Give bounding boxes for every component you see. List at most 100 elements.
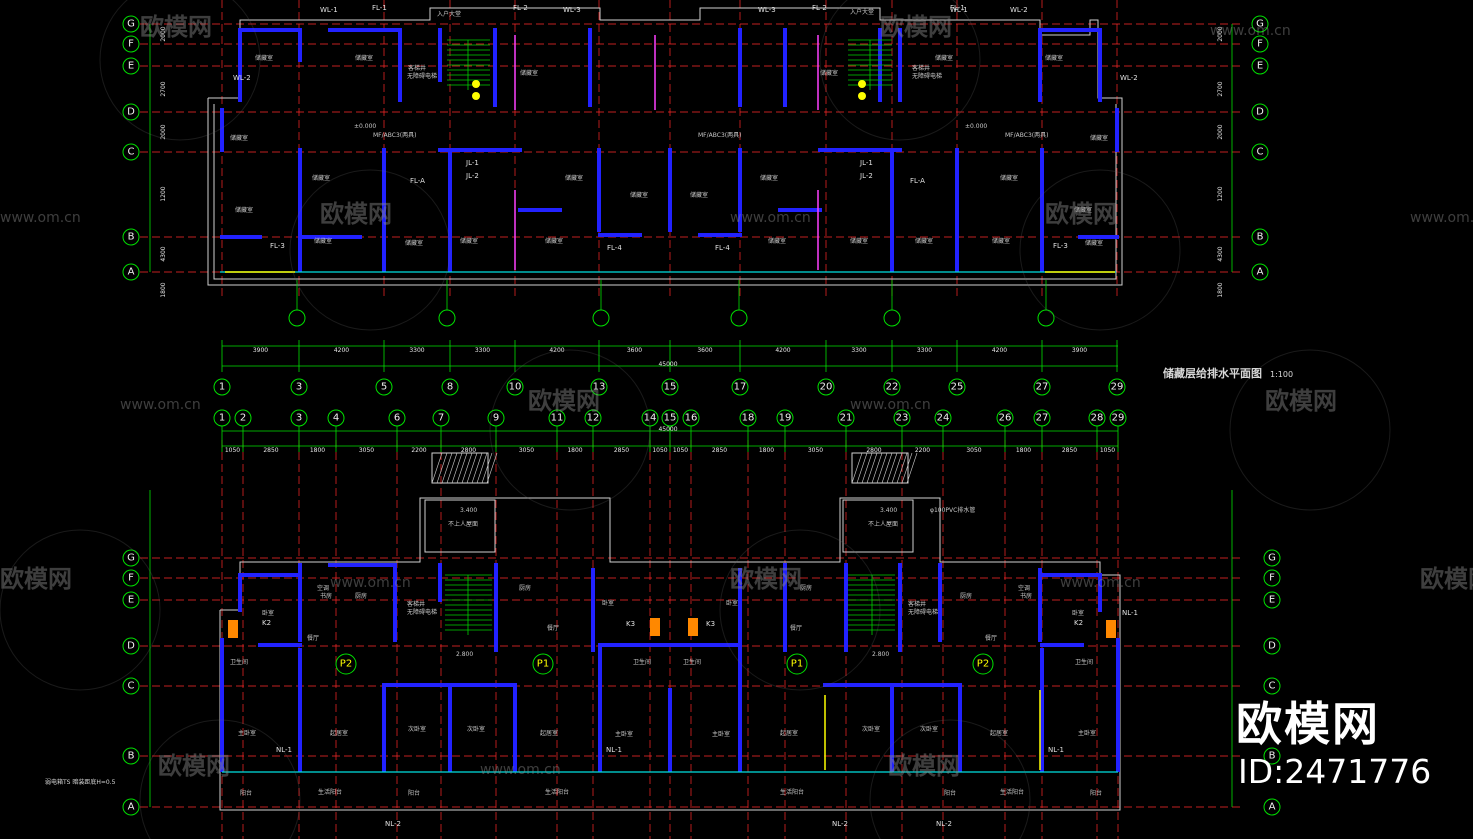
axis-bubble-circle [776, 409, 794, 427]
pipe-tag-k2: K2 [1074, 619, 1083, 627]
pipe-tag-jl-2: JL-2 [859, 172, 873, 180]
room-label: 客梯井 [912, 64, 930, 72]
axis-col-upper-29: 29 [1111, 382, 1124, 393]
watermark-url: www.om.cn [120, 397, 201, 413]
watermark-text: 欧模网 [320, 200, 392, 228]
axis-row-lower-left-A: A [128, 802, 135, 813]
room-label: 储藏室 [915, 237, 933, 245]
axis-bubble-circle [1109, 409, 1127, 427]
watermark-url: www.om.cn [330, 575, 411, 591]
axis-bubble-circle [122, 228, 140, 246]
room-label: 餐厅 [547, 624, 559, 632]
pipe-tag-k3: K3 [706, 620, 715, 628]
axis-col-lower-14: 14 [644, 413, 657, 424]
axis-col-upper-22: 22 [886, 382, 899, 393]
room-label: 空调 [317, 584, 329, 592]
room-label: 餐厅 [307, 634, 319, 642]
room-label: 储藏室 [690, 191, 708, 199]
room-label: 储藏室 [820, 69, 838, 77]
axis-bubble-circle [213, 378, 231, 396]
room-label: 储藏室 [235, 206, 253, 214]
room-label: 储藏室 [312, 174, 330, 182]
axis-bubble-circle [661, 378, 679, 396]
axis-bubble-circle [1263, 549, 1281, 567]
pipe-tag-wl-2: WL-2 [1010, 6, 1028, 14]
room-label: 储藏室 [630, 191, 648, 199]
pipe-tag-wl-3: WL-3 [758, 6, 776, 14]
drawing-scale-upper: 1:100 [1270, 370, 1293, 379]
roof-hatch [871, 452, 883, 484]
axis-row-lower-left-F: F [128, 573, 134, 584]
room-label: 储藏室 [230, 134, 248, 142]
axis-col-lower-6: 6 [394, 413, 400, 424]
elevation-label-1: ±0.000 [354, 123, 376, 130]
axis-bubble-circle [641, 409, 659, 427]
unit-bubble [532, 653, 554, 675]
axis-bubble-circle [1251, 228, 1269, 246]
axis-bubble-circle [1088, 409, 1106, 427]
brand-watermark: 欧模网 [1236, 697, 1380, 751]
room-label: 无障碍电梯 [407, 608, 437, 616]
dim-text-upper: 4200 [992, 347, 1007, 354]
dim-text-lower: 1050 [1100, 447, 1115, 454]
unit-label-p2: P2 [340, 659, 352, 670]
pipe-tag-nl-2: NL-2 [936, 820, 952, 828]
axis-bubble-circle [996, 409, 1014, 427]
watermark-url: www.om.cn [1410, 210, 1473, 226]
dim-text-lower: 2850 [712, 447, 727, 454]
axis-row-upper-right-D: D [1256, 107, 1264, 118]
total-dimension-lower: 45000 [658, 426, 677, 433]
axis-bubble-circle [1108, 378, 1126, 396]
room-label: 起居室 [990, 729, 1008, 737]
watermark-ring [489, 349, 651, 511]
axis-row-lower-right-G: G [1268, 553, 1276, 564]
axis-bubble-circle [584, 409, 602, 427]
axis-col-lower-4: 4 [333, 413, 339, 424]
upper-plan-outline [207, 7, 1123, 286]
room-label: 储藏室 [314, 237, 332, 245]
roof-hatch [851, 452, 863, 484]
drawing-title-upper: 储藏层给排水平面图 [1163, 366, 1262, 380]
axis-row-lower-right-A: A [1269, 802, 1276, 813]
watermark-text: 欧模网 [1420, 565, 1473, 593]
roof-hatch [471, 452, 483, 484]
dim-text-lower: 2200 [915, 447, 930, 454]
axis-row-upper-left-A: A [128, 267, 135, 278]
pipe-tag-fl-4: FL-4 [715, 244, 730, 252]
room-label: 阳台 [944, 789, 956, 797]
dim-text-upper: 3900 [253, 347, 268, 354]
watermark-ring [719, 529, 881, 691]
room-label: 无障碍电梯 [908, 608, 938, 616]
axis-bubble-circle [213, 409, 231, 427]
axis-row-lower-right-B: B [1269, 751, 1276, 762]
room-label: 餐厅 [985, 634, 997, 642]
dim-text-upper: 3300 [475, 347, 490, 354]
watermark-url: www.om.cn [480, 762, 561, 778]
axis-bubble-circle [837, 409, 855, 427]
room-label: 阳台 [1090, 789, 1102, 797]
dim-text-lower: 2850 [614, 447, 629, 454]
axis-col-lower-27: 27 [1036, 413, 1049, 424]
axis-row-upper-left-E: E [128, 61, 134, 72]
axis-bubble-circle [1251, 103, 1269, 121]
axis-bubble-circle [375, 378, 393, 396]
room-label: 储藏室 [1000, 174, 1018, 182]
axis-row-lower-right-C: C [1269, 681, 1276, 692]
watermark-ring [869, 719, 1031, 839]
pipe-tag-wl-1: WL-1 [950, 6, 968, 14]
dim-text-upper: 3900 [1072, 347, 1087, 354]
axis-row-upper-right-E: E [1257, 61, 1263, 72]
axis-bubble-circle [327, 409, 345, 427]
unit-bubble [972, 653, 994, 675]
axis-row-lower-left-G: G [127, 553, 135, 564]
room-label: 客梯井 [407, 600, 425, 608]
plan-texts: 储藏层给排水平面图 1:100 45000 45000 弱电箱TS 暗装距底H=… [45, 8, 1293, 786]
pipe-tag-nl-1: NL-1 [1122, 609, 1138, 617]
axis-bubble-circle [817, 378, 835, 396]
drain-bubble [592, 309, 610, 327]
dim-text-upper: 4200 [334, 347, 349, 354]
watermark-url: www.om.cn [0, 210, 81, 226]
axis-bubble-circle [290, 378, 308, 396]
